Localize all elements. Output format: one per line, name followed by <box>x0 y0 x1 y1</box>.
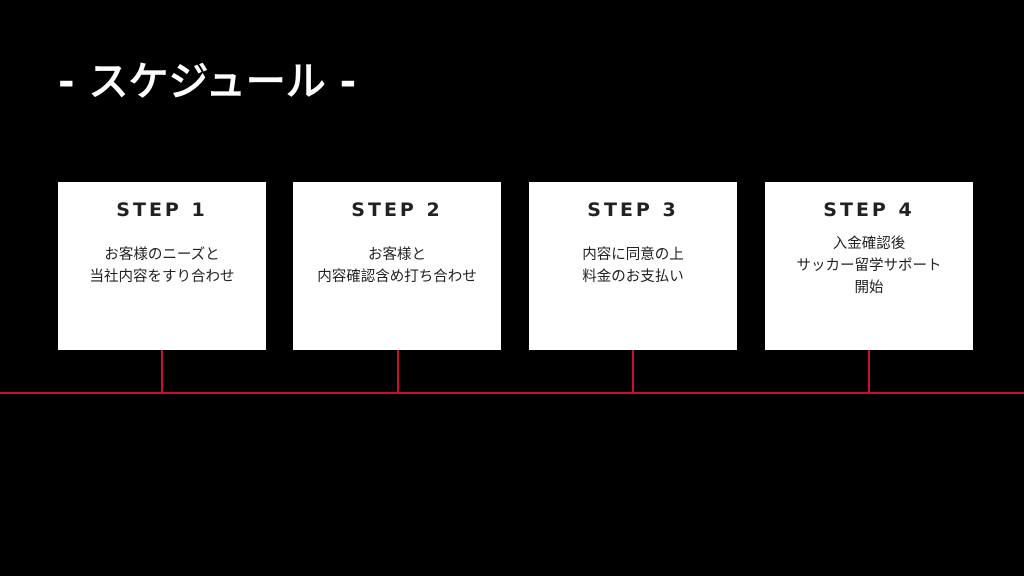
step-1-card: STEP 1 お客様のニーズと 当社内容をすり合わせ <box>58 182 266 350</box>
step-3-connector <box>632 350 634 393</box>
step-4-description-line-2: サッカー留学サポート <box>796 258 942 274</box>
step-2-description-line-1: お客様と <box>368 247 426 263</box>
step-3-description-line-1: 内容に同意の上 <box>582 247 684 263</box>
step-4-card: STEP 4 入金確認後 サッカー留学サポート 開始 <box>765 182 973 350</box>
step-3-description-line-2: 料金のお支払い <box>582 269 684 285</box>
step-2-connector <box>397 350 399 393</box>
step-2-description-line-2: 内容確認含め打ち合わせ <box>317 269 477 285</box>
step-4-description: 入金確認後 サッカー留学サポート 開始 <box>769 233 969 299</box>
step-1-description-line-1: お客様のニーズと <box>104 247 220 263</box>
step-2-label: STEP 2 <box>351 199 443 221</box>
step-3-label: STEP 3 <box>587 199 679 221</box>
step-4-connector <box>868 350 870 393</box>
step-4-description-line-3: 開始 <box>854 280 884 296</box>
step-1-connector <box>161 350 163 393</box>
timeline-line <box>0 392 1024 394</box>
step-1-description-line-2: 当社内容をすり合わせ <box>89 269 235 285</box>
step-3-description: 内容に同意の上 料金のお支払い <box>533 244 733 288</box>
step-1-description: お客様のニーズと 当社内容をすり合わせ <box>62 244 262 288</box>
step-1-label: STEP 1 <box>116 199 208 221</box>
step-4-label: STEP 4 <box>823 199 915 221</box>
step-2-card: STEP 2 お客様と 内容確認含め打ち合わせ <box>293 182 501 350</box>
step-4-description-line-1: 入金確認後 <box>832 236 906 252</box>
page-title: - スケジュール - <box>58 59 357 105</box>
step-2-description: お客様と 内容確認含め打ち合わせ <box>297 244 497 288</box>
step-3-card: STEP 3 内容に同意の上 料金のお支払い <box>529 182 737 350</box>
